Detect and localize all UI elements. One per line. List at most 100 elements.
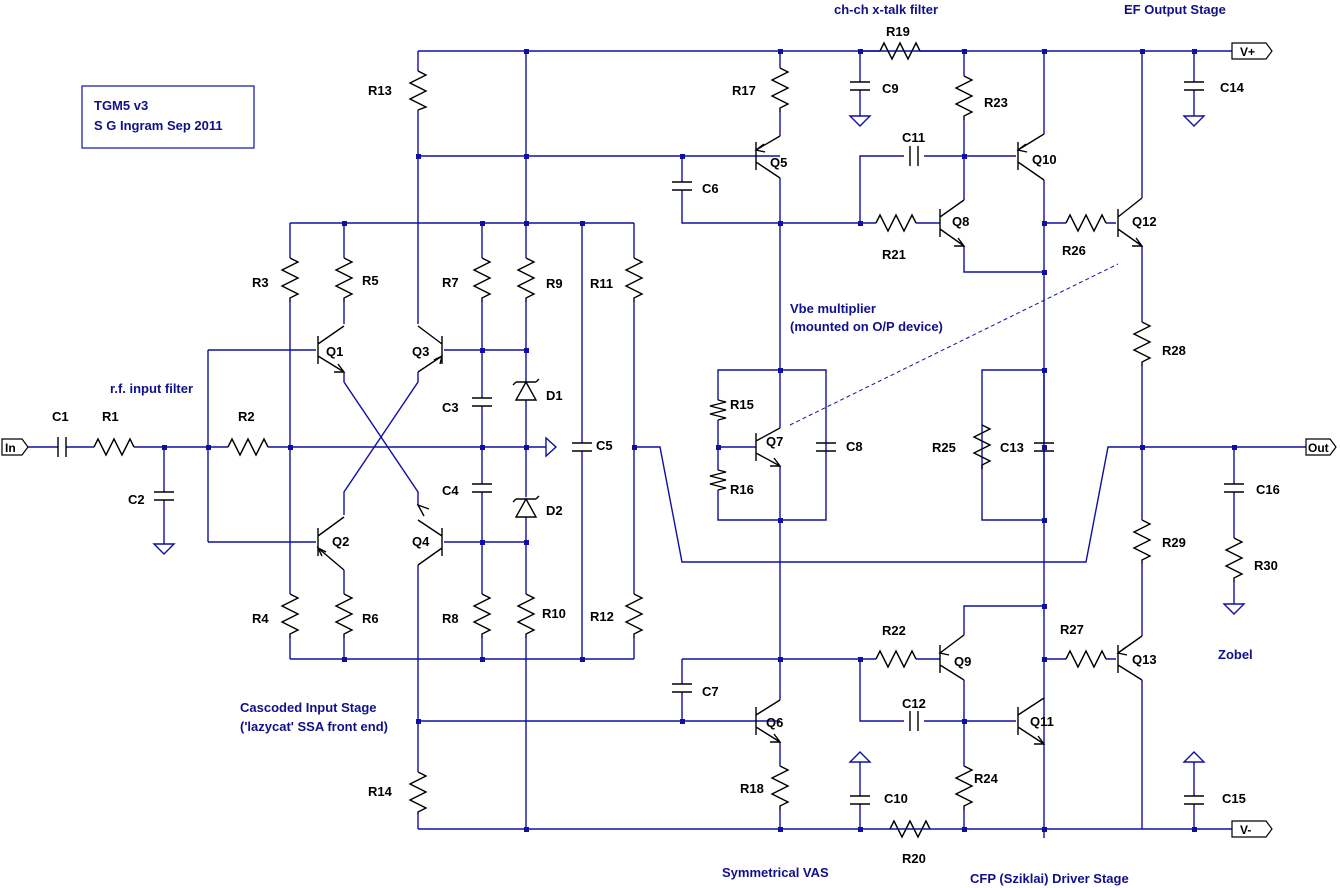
label-R7: R7 [442,275,459,290]
label-C4: C4 [442,483,459,498]
resistor-R2 [227,437,269,457]
label-R10: R10 [542,606,566,621]
label-R16: R16 [730,482,754,497]
label-R20: R20 [902,851,926,866]
label-C9: C9 [882,81,899,96]
label-R2: R2 [238,409,255,424]
ground-icon [1182,751,1206,763]
resistor-R14 [408,771,428,814]
title-line-1: TGM5 v3 [94,98,148,113]
label-Q9: Q9 [954,654,971,669]
label-R18: R18 [740,781,764,796]
label-C3: C3 [442,400,459,415]
resistor-R20 [889,819,931,839]
output-port-label: Out [1308,441,1329,455]
ports: In Out V+ V- [1,42,1337,838]
label-R15: R15 [730,397,754,412]
label-R30: R30 [1254,558,1278,573]
label-Q8: Q8 [952,214,969,229]
label-Q7: Q7 [766,434,783,449]
label-R21: R21 [882,247,906,262]
label-R5: R5 [362,273,379,288]
resistor-R29 [1132,519,1152,564]
resistor-R5 [334,257,354,302]
capacitor-C14 [1184,81,1204,91]
resistor-R24 [954,765,974,810]
diodes [512,378,540,518]
label-Q3: Q3 [412,344,429,359]
transistor-Q11 [1017,697,1046,745]
note-driver: CFP (Sziklai) Driver Stage [970,871,1129,886]
resistor-R11 [624,257,644,302]
label-C12: C12 [902,696,926,711]
label-Q1: Q1 [326,344,343,359]
vplus-port [1231,42,1273,60]
note-zobel: Zobel [1218,647,1253,662]
resistor-R10 [516,593,536,638]
vminus-port [1231,820,1273,838]
label-C2: C2 [128,492,145,507]
resistor-R13 [408,70,428,111]
input-port [1,438,29,456]
resistor-R3 [280,257,300,302]
resistor-R9 [516,257,536,302]
label-C13: C13 [1000,440,1024,455]
zener-diode-D2 [512,495,540,518]
resistors [93,41,1244,839]
note-input-stage-1: Cascoded Input Stage [240,700,377,715]
capacitor-C13 [1034,442,1054,452]
note-vas: Symmetrical VAS [722,865,829,880]
resistor-R26 [1065,213,1107,233]
label-Q13: Q13 [1132,652,1157,667]
resistor-R15 [709,399,727,421]
capacitor-C3 [472,397,492,407]
title-block-frame [81,85,255,149]
resistor-R22 [875,649,917,669]
label-R6: R6 [362,611,379,626]
note-crosstalk: ch-ch x-talk filter [834,2,938,17]
transistor-Q12 [1117,197,1144,247]
label-Q12: Q12 [1132,214,1157,229]
label-R29: R29 [1162,535,1186,550]
resistor-R19 [879,41,921,61]
capacitor-C6 [672,181,692,191]
note-input-stage-2: ('lazycat' SSA front end) [240,719,388,734]
label-R4: R4 [252,611,269,626]
label-C16: C16 [1256,482,1280,497]
resistor-R16 [709,469,727,491]
output-port [1305,438,1337,456]
label-R28: R28 [1162,343,1186,358]
note-ef-output: EF Output Stage [1124,2,1226,17]
input-port-label: In [5,441,16,455]
transistor-Q8 [939,199,966,247]
capacitor-C7 [672,683,692,693]
transistor-Q13 [1116,635,1143,681]
ground-symbols [152,115,1246,763]
label-C15: C15 [1222,791,1246,806]
capacitor-C11 [909,146,919,166]
label-Q2: Q2 [332,534,349,549]
label-R26: R26 [1062,243,1086,258]
label-Q4: Q4 [412,534,430,549]
ground-icon [545,436,558,458]
note-vbe-1: Vbe multiplier [790,301,876,316]
label-C6: C6 [702,181,719,196]
label-R8: R8 [442,611,459,626]
label-Q5: Q5 [770,155,787,170]
capacitor-C1 [57,437,67,457]
transistor-Q1 [317,325,346,373]
zener-diode-D1 [512,378,540,401]
resistor-R30 [1224,537,1244,582]
resistor-R1 [93,437,135,457]
transistors [316,133,1144,745]
label-R19: R19 [886,24,910,39]
transistor-Q6 [755,699,782,743]
label-R11: R11 [590,276,613,291]
ground-icon [152,543,176,555]
junction-dots [162,49,1237,832]
resistor-R28 [1132,321,1152,366]
label-R17: R17 [732,83,756,98]
resistor-R17 [770,67,790,112]
ground-icon [848,115,872,127]
